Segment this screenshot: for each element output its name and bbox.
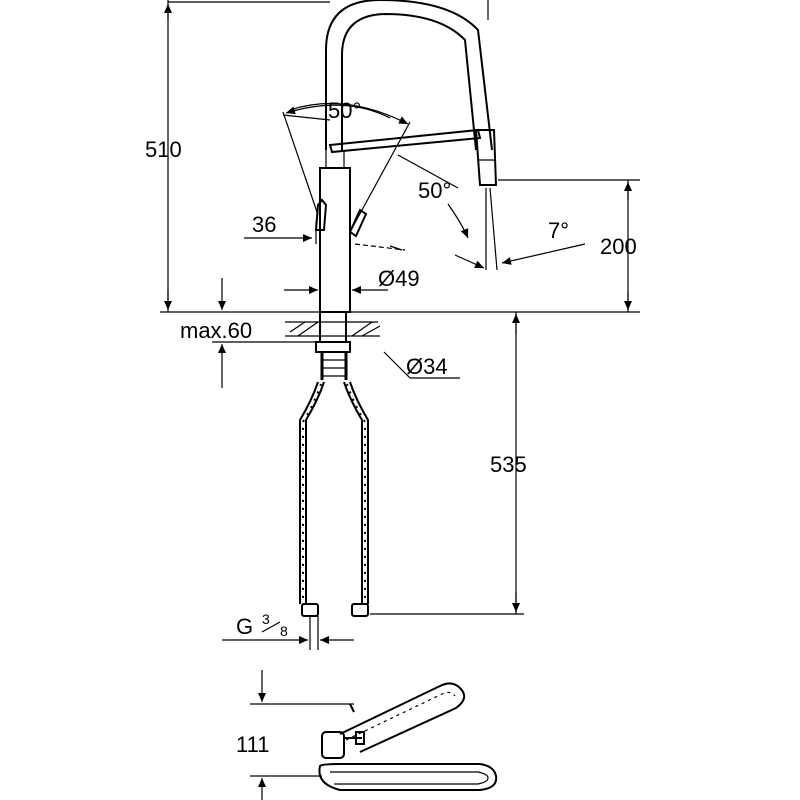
label-50-top: 50°: [328, 98, 361, 123]
supply-hoses: [299, 381, 369, 650]
dimension-7: 7°: [454, 187, 586, 271]
label-thread-den: 8: [280, 623, 288, 639]
label-max-60: max.60: [180, 318, 252, 343]
label-thread-num: 3: [262, 611, 270, 627]
label-111: 111: [236, 732, 269, 757]
dimension-50-top: 50°: [282, 98, 411, 233]
spray-arm: [328, 128, 482, 154]
dimension-200: 200: [498, 179, 640, 312]
dimension-111: 111: [236, 670, 354, 800]
top-view: [318, 682, 498, 791]
faucet-spout: [325, 0, 493, 151]
label-36: 36: [252, 212, 276, 237]
dimension-510: 510: [145, 0, 330, 312]
label-diameter-34: Ø34: [406, 354, 448, 379]
dimension-thread: G 3 8: [222, 611, 354, 644]
label-7: 7°: [548, 218, 569, 243]
label-200: 200: [600, 234, 637, 259]
dimension-diameter-49: Ø49: [284, 266, 420, 294]
label-50-side: 50°: [418, 178, 451, 203]
countertop-section: [285, 311, 381, 380]
dimension-535: 535: [370, 312, 527, 615]
label-535: 535: [490, 452, 527, 477]
label-thread-prefix: G: [236, 614, 253, 639]
label-510: 510: [145, 137, 182, 162]
label-diameter-49: Ø49: [378, 266, 420, 291]
dimension-36: 36: [244, 212, 317, 244]
dimension-50-side: 50°: [354, 154, 469, 251]
spray-head: [474, 129, 498, 186]
dimension-max-60: max.60: [180, 278, 320, 388]
dimension-diameter-34: Ø34: [383, 351, 460, 379]
faucet-lever: [314, 198, 368, 238]
